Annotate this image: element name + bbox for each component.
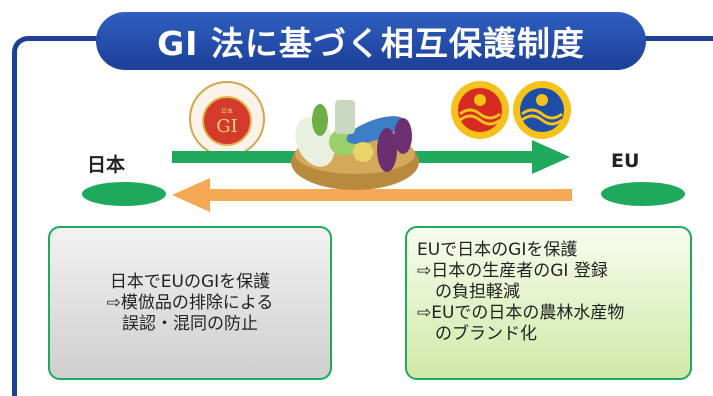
page-title: GI 法に基づく相互保護制度 [96,12,646,70]
japan-gi-seal-icon: GI 日本 [189,81,265,157]
right-box-line-4: ⇨EUでの日本の農林水産物 [417,303,625,323]
right-box-line-3: の負担軽減 [435,282,520,302]
left-box-line-1: 日本でEUのGIを保護 [109,271,271,292]
orange-arrow-left-icon [172,178,572,212]
svg-text:日本: 日本 [221,107,233,115]
left-box-line-2: ⇨模倣品の排除による [106,292,274,313]
japan-marker [82,182,166,206]
japan-label: 日本 [87,154,126,176]
left-box-line-3: 誤認・混同の防止 [122,313,258,334]
right-box-line-5: のブランド化 [435,324,537,344]
right-box-line-2: ⇨日本の生産者のGI 登録 [417,261,608,281]
eu-marker [601,182,685,206]
right-box-line-1: EUで日本のGIを保護 [417,240,578,260]
produce-basket-icon [291,100,419,190]
japan-protection-box: 日本でEUのGIを保護 ⇨模倣品の排除による 誤認・混同の防止 [48,226,332,380]
svg-text:GI: GI [216,116,238,137]
eu-pdo-seal-icon [451,81,509,139]
eu-pgi-seal-icon [513,81,571,139]
eu-label: EU [611,150,640,172]
eu-protection-box: EUで日本のGIを保護 ⇨日本の生産者のGI 登録 の負担軽減 ⇨EUでの日本の… [405,226,692,380]
